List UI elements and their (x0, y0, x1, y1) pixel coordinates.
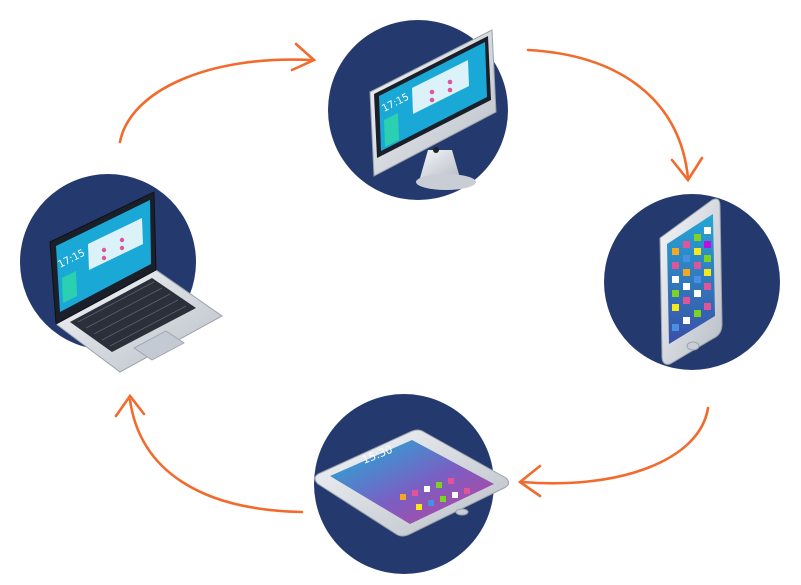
touchpad (133, 330, 185, 361)
screen-panel (88, 218, 143, 270)
app-icon (694, 248, 701, 255)
arrow-curve (118, 58, 314, 144)
app-icon (704, 255, 711, 262)
desktop-computer-icon: 17:15 (369, 29, 497, 190)
app-icon (704, 227, 711, 234)
app-icon (672, 324, 679, 331)
screen-sidebar (384, 113, 399, 147)
tablet-node: 15:30 (314, 394, 510, 574)
home-button (455, 508, 469, 516)
screen-sidebar (62, 271, 77, 303)
app-icon (683, 297, 690, 304)
app-icon (683, 255, 690, 262)
app-icon (464, 488, 470, 494)
app-icon (694, 290, 701, 297)
arrow-head (517, 464, 542, 498)
key-row (93, 293, 171, 335)
tablet-screen (330, 440, 494, 524)
app-icon (412, 490, 418, 496)
screen-dot (447, 79, 453, 85)
cycle-arrows (114, 42, 710, 514)
arrow-head (290, 42, 317, 72)
app-icon (448, 478, 454, 484)
monitor-stand (420, 150, 460, 178)
screen-panel (412, 60, 469, 114)
app-icon (704, 283, 711, 290)
arrow-laptop-to-desktop (118, 42, 317, 144)
key-row (77, 281, 155, 323)
app-icon (436, 482, 442, 488)
app-icon (694, 276, 701, 283)
key-row (109, 305, 187, 347)
home-button (686, 341, 700, 351)
app-icon (694, 262, 701, 269)
screen-dot (447, 87, 453, 93)
app-icon (694, 310, 701, 317)
app-icon (704, 241, 711, 248)
phone-node (604, 194, 780, 370)
app-icon (683, 269, 690, 276)
screen-dot (119, 237, 125, 243)
app-icon-grid (672, 227, 711, 331)
arrow-tablet-to-laptop (114, 393, 304, 514)
screen-dot (429, 89, 435, 95)
app-icon (672, 276, 679, 283)
app-icon (416, 504, 422, 510)
key-row (85, 287, 163, 329)
screen-dot (101, 247, 107, 253)
arrow-phone-to-tablet (517, 406, 710, 498)
app-icon (672, 304, 679, 311)
arrow-head (114, 393, 146, 418)
app-icon (694, 234, 701, 241)
monitor-base (416, 174, 476, 190)
app-icon (672, 262, 679, 269)
desktop-node: 17:15 (328, 20, 508, 200)
app-icon (683, 283, 690, 290)
phone-screen (667, 214, 715, 344)
app-icon (704, 303, 711, 310)
app-icon-row (400, 478, 470, 510)
arrow-head (670, 156, 704, 183)
app-icon (683, 317, 690, 324)
app-icon (672, 290, 679, 297)
app-icon (440, 496, 446, 502)
keyboard-keys (77, 281, 187, 347)
arrow-curve (128, 398, 304, 514)
screen-dot (119, 245, 125, 251)
app-icon (400, 494, 406, 500)
laptop-node: 17:15 (20, 174, 223, 373)
app-icon (452, 492, 458, 498)
app-icon (672, 248, 679, 255)
arrow-desktop-to-phone (526, 48, 704, 183)
screen-dot (429, 97, 435, 103)
power-button (433, 147, 439, 153)
app-icon (424, 486, 430, 492)
arrow-curve (520, 406, 710, 485)
key-row (101, 299, 179, 341)
smartphone-icon (659, 198, 723, 365)
app-icon (428, 500, 434, 506)
arrow-curve (526, 48, 690, 180)
app-icon (683, 241, 690, 248)
app-icon (704, 269, 711, 276)
screen-dot (101, 255, 107, 261)
laptop-icon: 17:15 (49, 191, 223, 373)
